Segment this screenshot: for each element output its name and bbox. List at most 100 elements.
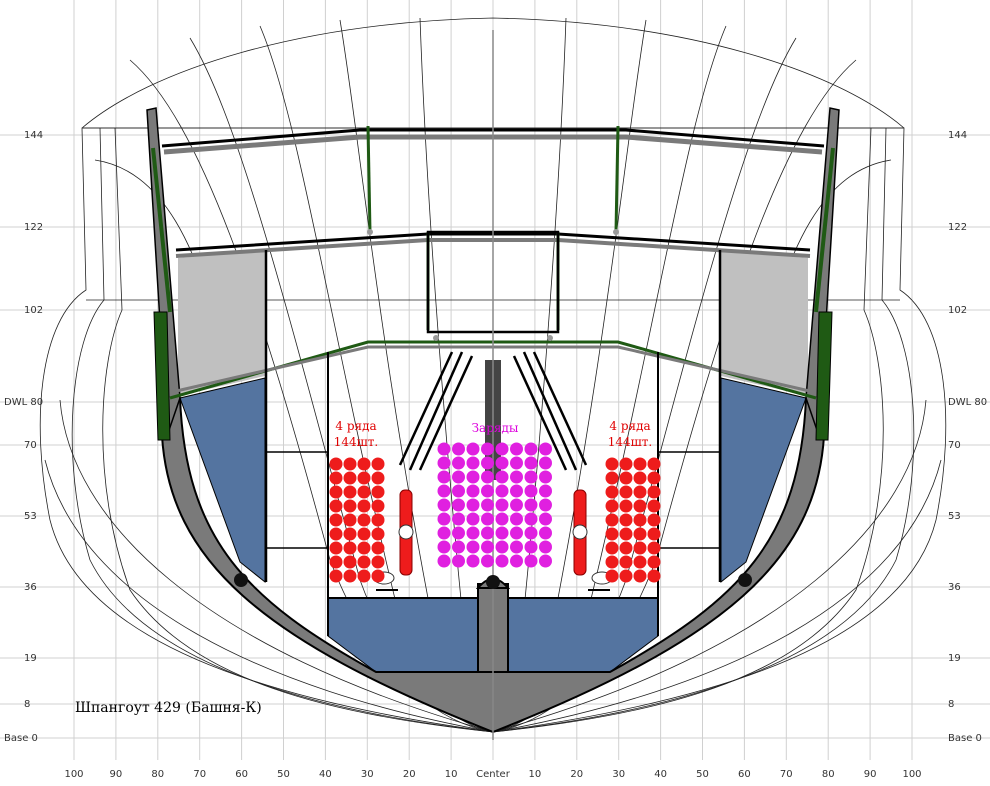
frame-line — [419, 17, 471, 691]
horizontal-tick-label: 90 — [864, 769, 877, 780]
charge — [524, 470, 538, 484]
charge — [539, 554, 552, 568]
charge — [510, 512, 523, 526]
shell — [647, 513, 661, 527]
shell — [357, 569, 371, 583]
shell — [329, 541, 343, 555]
horizontal-tick-label: 50 — [696, 769, 709, 780]
charge — [510, 526, 523, 540]
horizontal-tick-label: 100 — [64, 769, 83, 780]
shell — [329, 485, 343, 499]
hinge-dot — [613, 229, 619, 235]
frame-line — [515, 17, 567, 691]
shell — [619, 527, 633, 541]
frame-line — [102, 127, 494, 733]
shell — [343, 555, 357, 569]
armor-green-left — [153, 311, 171, 441]
vertical-tick-label: DWL 80 — [4, 397, 43, 408]
horizontal-tick-label: 80 — [822, 769, 835, 780]
shell — [357, 555, 371, 569]
hinge-dot — [433, 335, 439, 341]
charge — [466, 512, 480, 526]
charge — [466, 526, 480, 540]
shell — [633, 527, 647, 541]
shell — [633, 541, 647, 555]
charge — [495, 498, 509, 512]
charge — [452, 540, 465, 554]
charge — [452, 484, 465, 498]
right-magazine-label-line2: 144шт. — [608, 435, 653, 449]
shell — [371, 569, 385, 583]
horizontal-tick-label: 10 — [529, 769, 542, 780]
charge — [452, 456, 465, 470]
hoist-cap-right — [572, 524, 588, 540]
shell — [605, 499, 619, 513]
charge — [524, 554, 538, 568]
shell — [357, 485, 371, 499]
charge — [466, 554, 480, 568]
hoist-cap-left — [398, 524, 414, 540]
shell — [605, 569, 619, 583]
charge — [524, 484, 538, 498]
shell — [619, 555, 633, 569]
fixture-circle-center — [486, 575, 500, 589]
horizontal-tick-label: 90 — [110, 769, 123, 780]
frame-line — [71, 127, 494, 733]
shell — [619, 513, 633, 527]
shell — [371, 457, 385, 471]
shell — [371, 485, 385, 499]
shell — [357, 527, 371, 541]
shell — [605, 471, 619, 485]
charge — [495, 540, 509, 554]
horizontal-tick-label: 20 — [403, 769, 416, 780]
vertical-tick-label: 19 — [948, 653, 961, 664]
shell — [357, 499, 371, 513]
shell — [605, 513, 619, 527]
vertical-tick-label: 53 — [948, 511, 961, 522]
hinge-dot — [547, 335, 553, 341]
shell — [619, 457, 633, 471]
charge — [495, 512, 509, 526]
horizontal-tick-label: 30 — [612, 769, 625, 780]
charge — [481, 484, 494, 498]
charge — [524, 456, 538, 470]
charge — [495, 554, 509, 568]
shell — [633, 569, 647, 583]
vertical-tick-label: 70 — [948, 440, 961, 451]
charge — [510, 540, 523, 554]
charge — [539, 484, 552, 498]
shell — [343, 485, 357, 499]
shell — [619, 541, 633, 555]
charge — [481, 470, 494, 484]
charge — [481, 554, 494, 568]
charge — [524, 442, 538, 456]
charge — [452, 526, 465, 540]
charge — [452, 442, 465, 456]
horizontal-tick-label: 100 — [902, 769, 921, 780]
charge — [481, 498, 494, 512]
vertical-tick-label: DWL 80 — [948, 397, 987, 408]
charge — [466, 470, 480, 484]
shell — [343, 541, 357, 555]
hull-plating — [160, 397, 826, 734]
charge — [524, 540, 538, 554]
charge — [437, 470, 451, 484]
vertical-tick-label: Base 0 — [4, 733, 38, 744]
vertical-tick-label: 102 — [24, 305, 43, 316]
armor-green-right — [815, 311, 833, 441]
shell — [329, 471, 343, 485]
shell — [619, 499, 633, 513]
shell-stack-right — [605, 457, 661, 583]
charge — [524, 512, 538, 526]
shell — [343, 471, 357, 485]
charge — [510, 484, 523, 498]
shell — [647, 555, 661, 569]
bulkhead-green-right — [614, 125, 620, 233]
armor-green-strip-left — [151, 147, 172, 313]
vertical-tick-label: 36 — [24, 582, 37, 593]
hinge-dot — [367, 229, 373, 235]
